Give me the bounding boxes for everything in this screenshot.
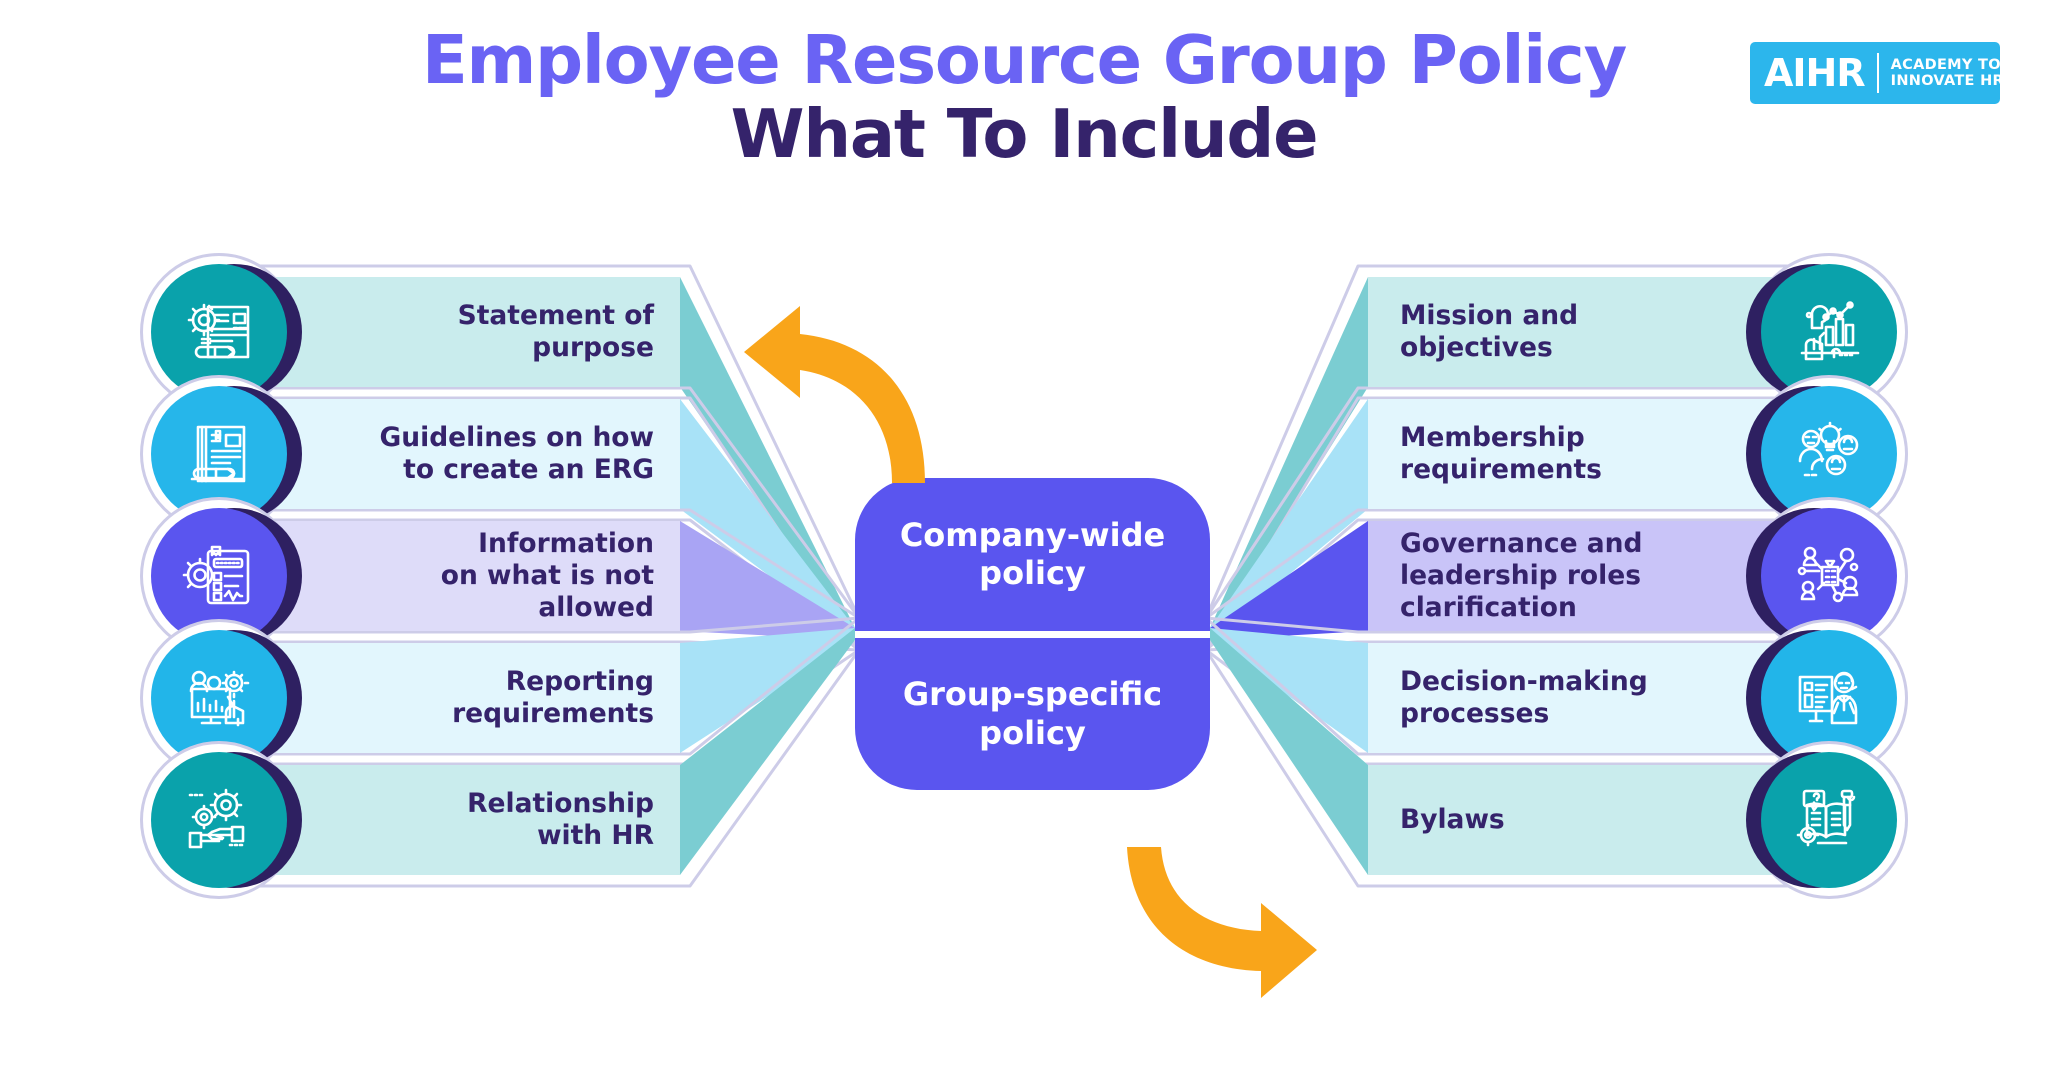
- policy-item-bar: Governance and leadership roles clarific…: [1368, 521, 1818, 631]
- policy-item-row: Reporting requirements: [140, 619, 680, 777]
- connector-wedge-left: [680, 628, 855, 875]
- logo-tagline-line-1: ACADEMY TO: [1890, 56, 2001, 73]
- connector-wedge-left: [680, 628, 855, 753]
- policy-item-row: Guidelines on how to create an ERG: [140, 375, 680, 533]
- hub-bottom-label: Group-specific policy: [902, 675, 1163, 752]
- header: Employee Resource Group Policy What To I…: [0, 0, 2048, 200]
- center-hub: Company-wide policy Group-specific polic…: [855, 478, 1210, 790]
- connector-wedge-left: [680, 277, 855, 640]
- curved-arrow-down-right-icon: [1127, 847, 1317, 998]
- logo-wordmark: AIHR: [1764, 51, 1866, 95]
- policy-item-label: Membership requirements: [1400, 421, 1602, 485]
- policy-item-row: Governance and leadership roles clarific…: [1368, 497, 1908, 655]
- handshake-gears-icon: [151, 752, 287, 888]
- policy-item-label: Relationship with HR: [467, 787, 654, 851]
- hub-bottom-half: Group-specific policy: [855, 638, 1210, 791]
- policy-item-bar: Information on what is not allowed: [230, 521, 680, 631]
- policy-item-icon-badge: [140, 497, 302, 655]
- policy-item-icon-badge: [1746, 741, 1908, 899]
- page-title: Employee Resource Group Policy What To I…: [0, 26, 2048, 169]
- policy-item-label: Governance and leadership roles clarific…: [1400, 527, 1643, 624]
- policy-item-row: Information on what is not allowed: [140, 497, 680, 655]
- hub-top-half: Company-wide policy: [855, 478, 1210, 631]
- policy-item-bar: Reporting requirements: [230, 643, 680, 753]
- policy-item-label: Bylaws: [1400, 803, 1505, 835]
- policy-item-bar: Mission and objectives: [1368, 277, 1818, 387]
- policy-item-bar: Guidelines on how to create an ERG: [230, 399, 680, 509]
- logo-tagline: ACADEMY TO INNOVATE HR: [1891, 57, 2004, 89]
- logo-tagline-line-2: INNOVATE HR: [1890, 73, 2005, 89]
- aihr-logo: AIHR ACADEMY TO INNOVATE HR: [1750, 42, 2004, 104]
- hub-divider: [855, 630, 1210, 638]
- connector-wedge-right: [1210, 399, 1368, 640]
- policy-item-label: Information on what is not allowed: [440, 527, 654, 624]
- curved-arrow-up-left-icon: [744, 306, 925, 483]
- policy-item-label: Decision-making processes: [1400, 665, 1648, 729]
- connector-wedge-right: [1210, 277, 1368, 640]
- policy-item-row: Relationship with HR: [140, 741, 680, 899]
- policy-item-row: Statement of purpose: [140, 253, 680, 411]
- document-pen-notebook-icon: [151, 386, 287, 522]
- policy-item-row: Decision-making processes: [1368, 619, 1908, 777]
- policy-item-bar: Statement of purpose: [230, 277, 680, 387]
- policy-item-bar: Membership requirements: [1368, 399, 1818, 509]
- logo-divider: [1876, 53, 1879, 93]
- policy-item-label: Guidelines on how to create an ERG: [379, 421, 655, 485]
- book-question-pen-icon: [1761, 752, 1897, 888]
- policy-item-row: Membership requirements: [1368, 375, 1908, 533]
- policy-item-label: Mission and objectives: [1400, 299, 1579, 363]
- policy-item-label: Reporting requirements: [452, 665, 654, 729]
- hub-top-label: Company-wide policy: [899, 515, 1166, 593]
- policy-item-label: Statement of purpose: [457, 299, 654, 363]
- policy-item-bar: Relationship with HR: [230, 765, 680, 875]
- policy-item-icon-badge: [1746, 375, 1908, 533]
- policy-item-bar: Bylaws: [1368, 765, 1818, 875]
- policy-item-bar: Decision-making processes: [1368, 643, 1818, 753]
- title-line-2: What To Include: [730, 95, 1319, 174]
- people-group-ideas-icon: [1761, 386, 1897, 522]
- connector-wedge-right: [1210, 628, 1368, 875]
- connector-wedge-right: [1210, 521, 1368, 640]
- connector-wedge-left: [680, 521, 855, 640]
- policy-item-icon-badge: [140, 375, 302, 533]
- policy-item-row: Bylaws: [1368, 741, 1908, 899]
- title-line-1: Employee Resource Group Policy: [421, 21, 1627, 99]
- policy-item-icon-badge: [140, 741, 302, 899]
- connector-wedge-right: [1210, 628, 1368, 753]
- connector-wedge-left: [680, 399, 855, 640]
